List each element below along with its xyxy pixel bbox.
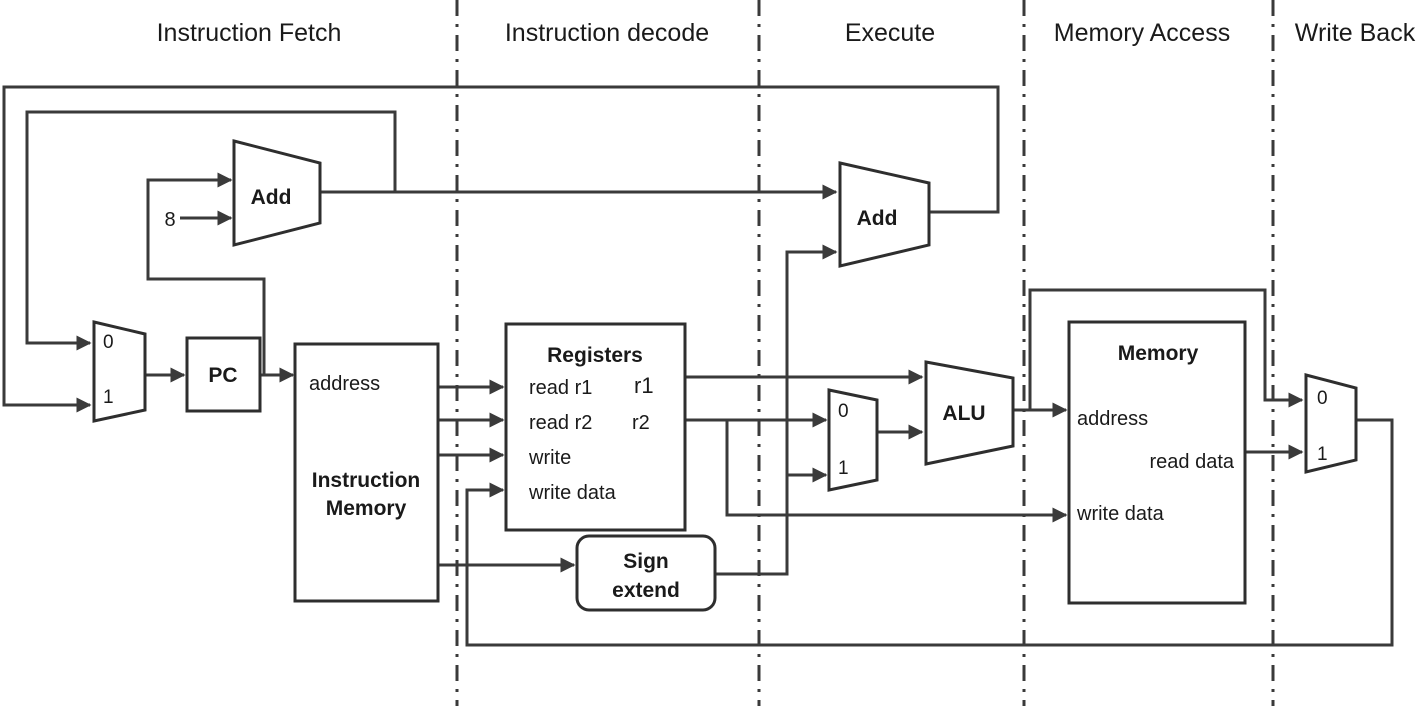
alu-label: ALU: [942, 402, 985, 425]
pc-mux: 0 1: [92, 320, 147, 423]
stage-instruction-decode: Instruction decode: [505, 19, 709, 47]
sign-extend-line-1: Sign: [623, 550, 669, 573]
registers-read-r2: read r2: [529, 412, 592, 434]
data-memory-read-data: read data: [1149, 451, 1234, 473]
imem-title-line-1: Instruction: [312, 469, 421, 492]
register-file: Registers read r1 read r2 write write da…: [504, 322, 687, 532]
wire-r2-to-write-data: [725, 420, 1068, 523]
wb-mux-input-0: 0: [1317, 388, 1328, 409]
stage-execute: Execute: [845, 19, 935, 47]
alu: ALU: [924, 360, 1015, 466]
stage-memory-access: Memory Access: [1054, 19, 1230, 47]
registers-read-r1: read r1: [529, 377, 592, 399]
pc-mux-input-0: 0: [103, 332, 114, 353]
alu-mux: 0 1: [827, 388, 879, 492]
stage-instruction-fetch: Instruction Fetch: [157, 19, 342, 47]
wire-alu-to-wb-mux: [1028, 288, 1304, 410]
imem-address-port: address: [309, 373, 380, 395]
pc-label: PC: [208, 364, 237, 387]
registers-write-data: write data: [528, 482, 617, 504]
registers-title: Registers: [547, 344, 643, 367]
data-memory: Memory address read data write data: [1067, 320, 1247, 605]
data-memory-title: Memory: [1118, 342, 1199, 365]
constant-8: 8: [164, 209, 175, 231]
registers-out-r1: r1: [634, 373, 654, 398]
wire-branch-target-to-pc-mux: [2, 85, 1000, 413]
data-memory-address: address: [1077, 408, 1148, 430]
registers-write: write: [528, 447, 571, 469]
data-memory-write-data: write data: [1076, 503, 1165, 525]
imem-title-line-2: Memory: [326, 497, 407, 520]
wire-pc-to-adder: [146, 172, 266, 375]
registers-out-r2: r2: [632, 412, 650, 434]
pc-adder-label: Add: [251, 186, 292, 209]
wire-sign-extend-to-branch-adder: [715, 244, 838, 576]
alu-mux-input-0: 0: [838, 401, 849, 422]
branch-adder-label: Add: [857, 207, 898, 230]
pc-register: PC: [185, 336, 262, 413]
wire-pc-plus-8-to-pc-mux: [25, 110, 397, 351]
stage-write-back: Write Back: [1295, 19, 1416, 47]
sign-extend-line-2: extend: [612, 579, 680, 602]
pc-adder: Add: [232, 139, 322, 247]
alu-mux-input-1: 1: [838, 458, 849, 479]
writeback-mux: 0 1: [1304, 373, 1358, 474]
wb-mux-input-1: 1: [1317, 444, 1328, 465]
wire-writeback-to-registers: [465, 418, 1394, 647]
branch-adder: Add: [838, 161, 931, 268]
pc-mux-input-1: 1: [103, 387, 114, 408]
datapath-wires: [2, 85, 1394, 647]
sign-extend: Sign extend: [575, 534, 717, 612]
instruction-memory: address Instruction Memory: [293, 342, 440, 603]
